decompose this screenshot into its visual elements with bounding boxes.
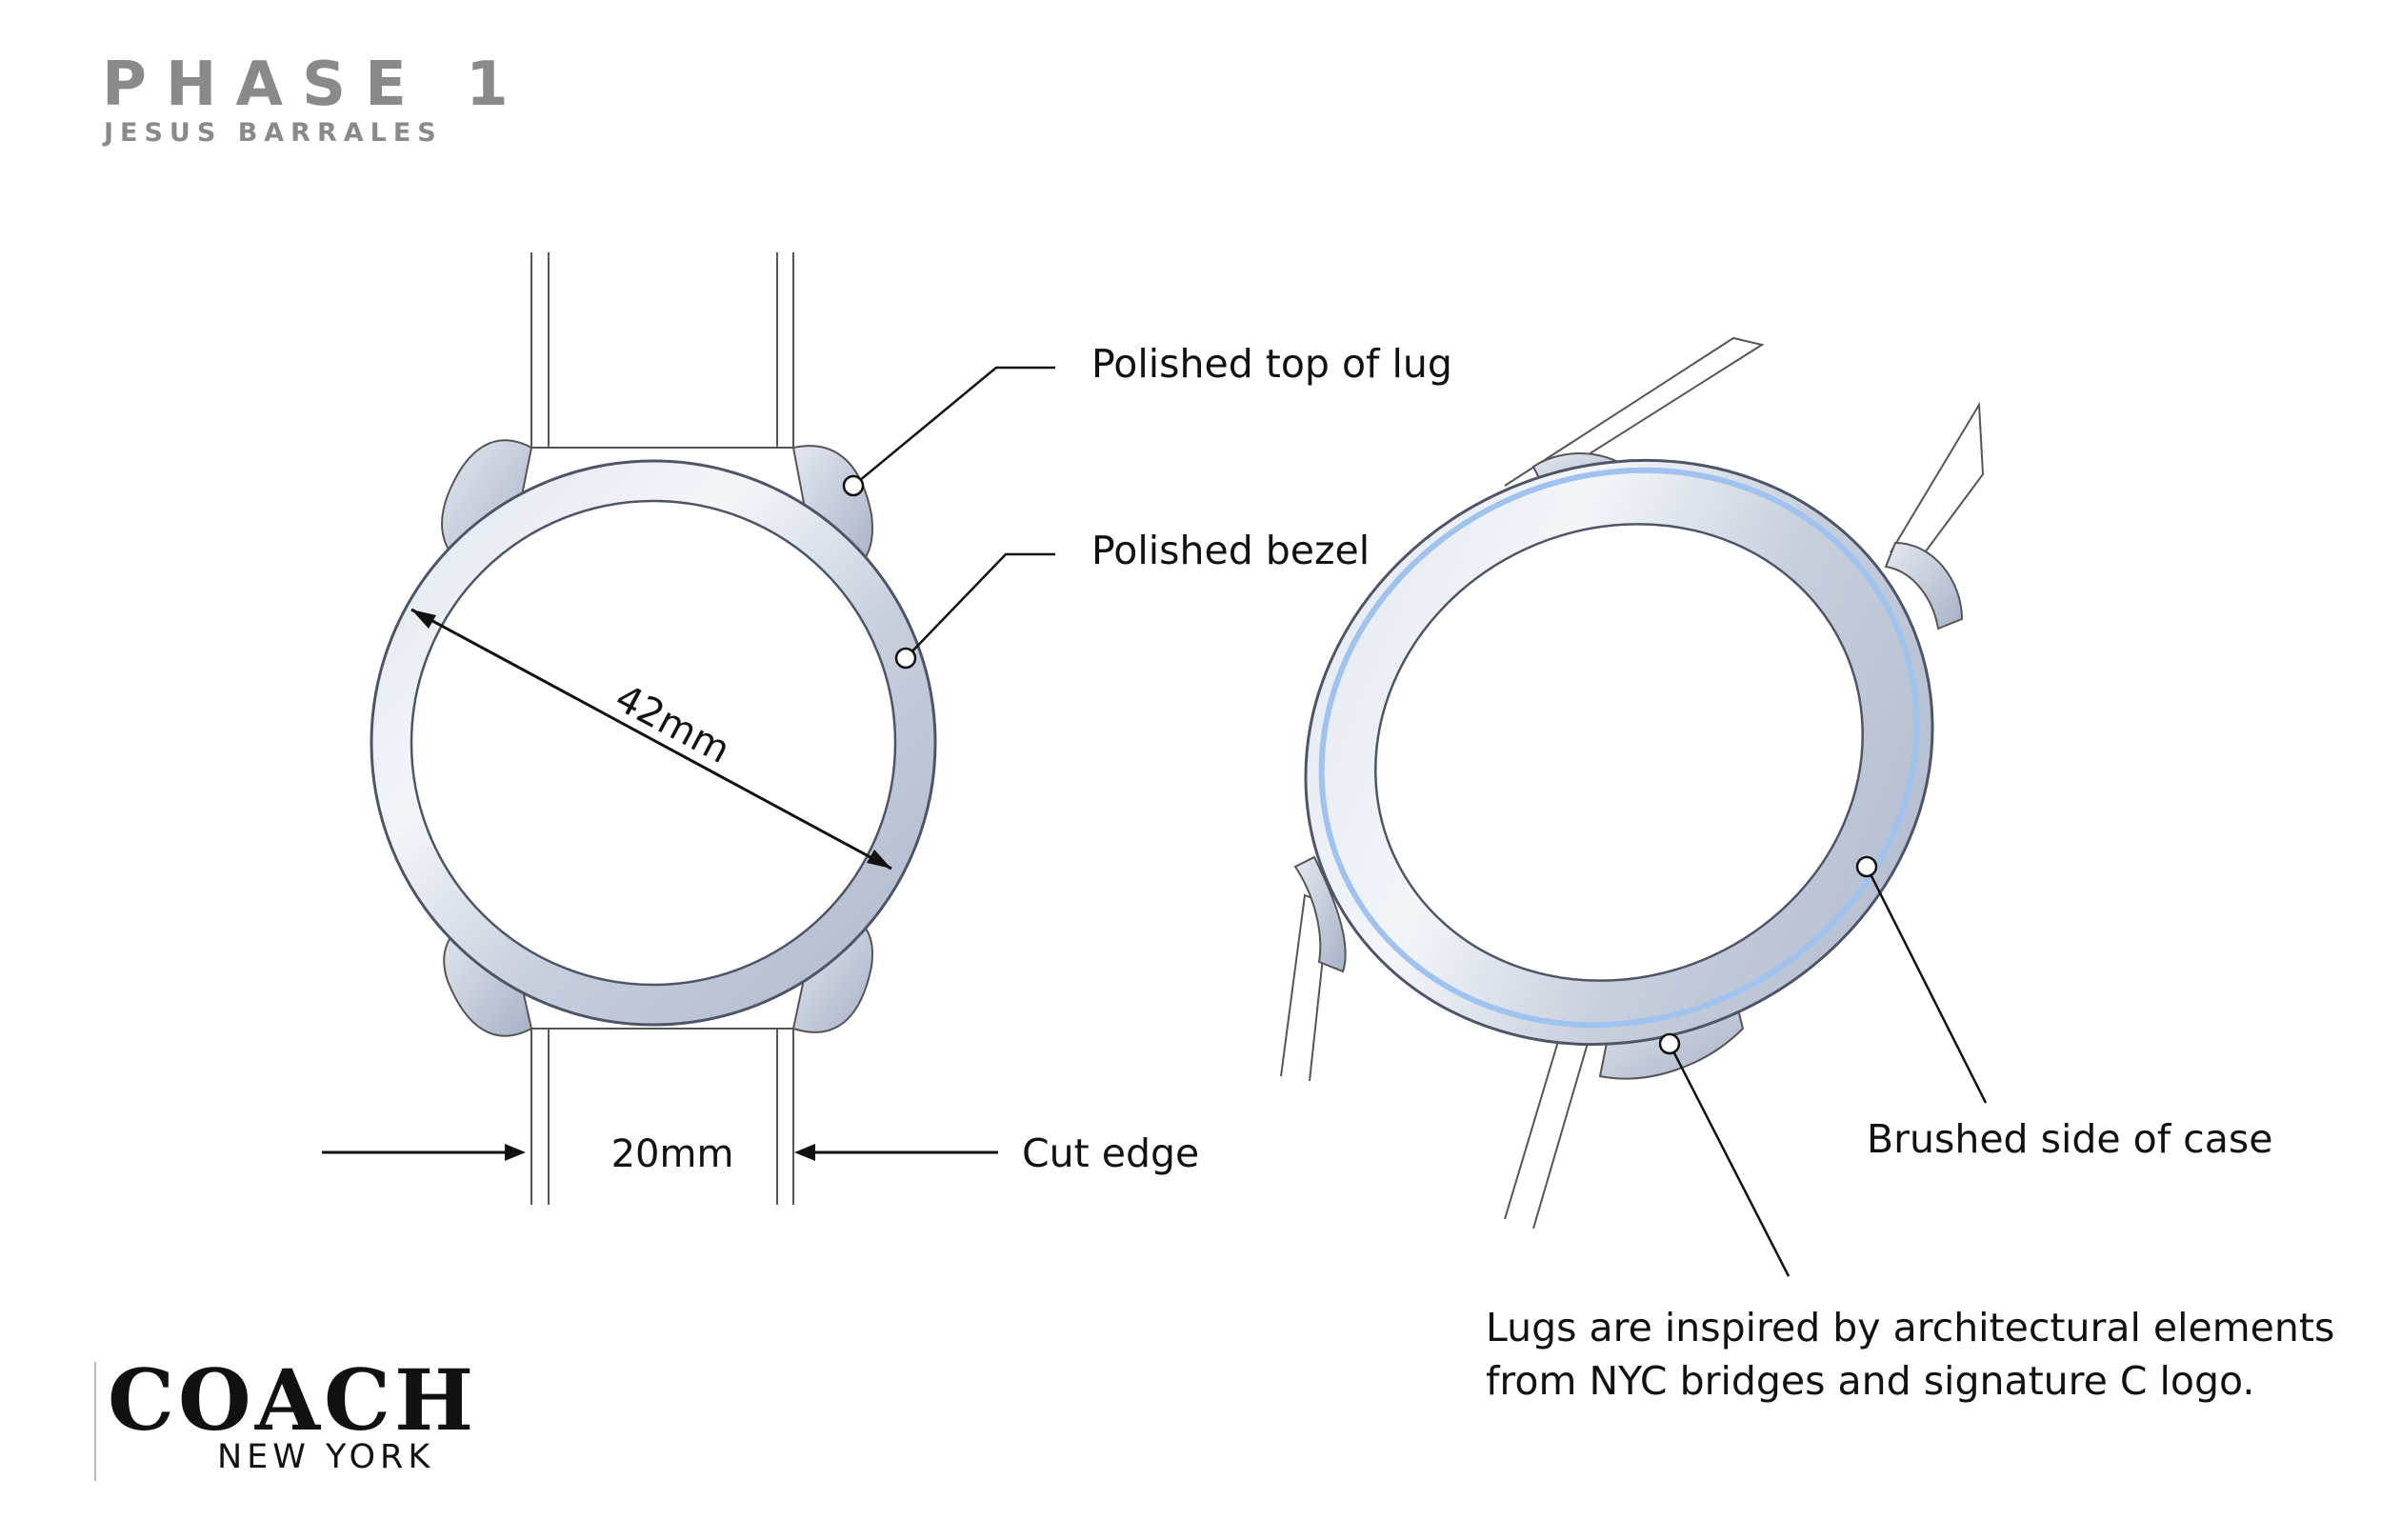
lugs-note-line-1: Lugs are inspired by architectural eleme… xyxy=(1486,1305,2335,1350)
designer-name: JESUS BARRALES xyxy=(104,118,443,148)
callout-bezel: Polished bezel xyxy=(1091,528,1371,573)
callout-case-side: Brushed side of case xyxy=(1867,1116,2273,1162)
leader-lines-angled xyxy=(1658,855,1988,1277)
leader-lines-front xyxy=(842,366,1055,670)
lugs-note-line-2: from NYC bridges and signature C logo. xyxy=(1486,1358,2255,1404)
brand-logo-wordmark: COACH xyxy=(108,1350,478,1450)
strap-width-label: 20mm xyxy=(611,1132,734,1176)
brand-divider xyxy=(94,1362,96,1481)
brand-city: NEW YORK xyxy=(217,1438,435,1476)
callout-cut-edge: Cut edge xyxy=(1022,1130,1200,1176)
front-view-watch xyxy=(322,252,998,1205)
callout-lug-top: Polished top of lug xyxy=(1091,341,1452,387)
phase-title: PHASE 1 xyxy=(102,50,528,120)
callout-lugs-note: Lugs are inspired by architectural eleme… xyxy=(1486,1301,2334,1408)
angled-view-watch xyxy=(1280,336,1985,1230)
